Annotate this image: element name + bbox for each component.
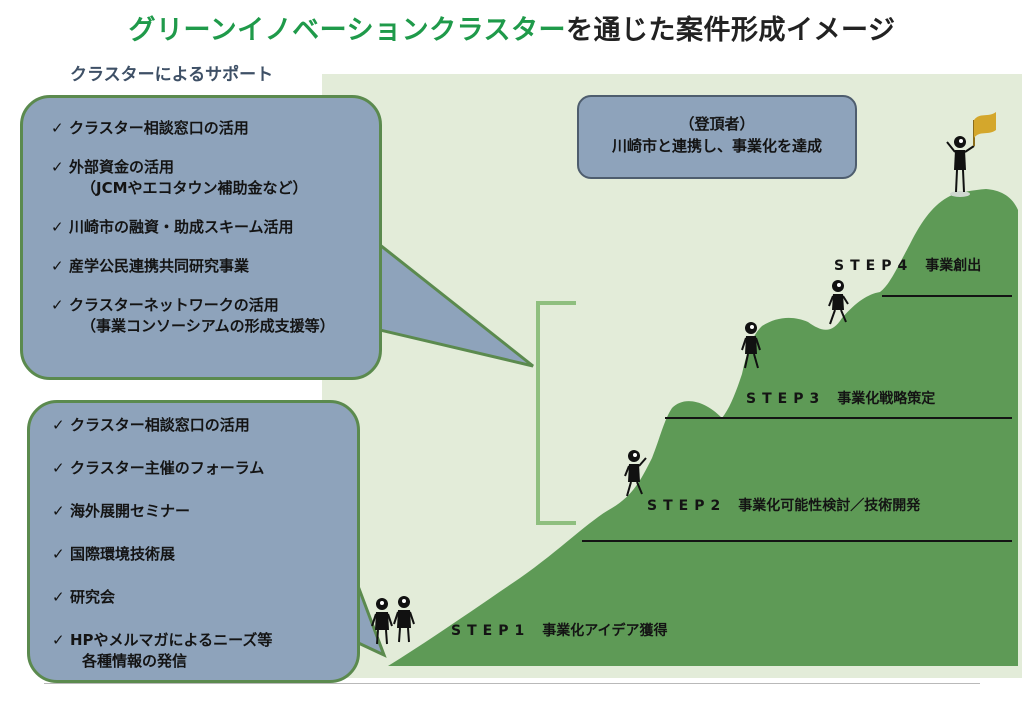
step-label-2: STEP2 事業化可能性検討／技術開発 bbox=[647, 495, 920, 515]
list-item-text: クラスター主催のフォーラム bbox=[70, 459, 265, 477]
step-text: 事業化戦略策定 bbox=[837, 391, 936, 407]
list-item: ✓ 外部資金の活用 （JCMやエコタウン補助金など） bbox=[51, 157, 379, 199]
list-item: ✓ 海外展開セミナー bbox=[52, 501, 357, 522]
climber-figure bbox=[741, 322, 761, 369]
step-label-3: STEP3 事業化戦略策定 bbox=[746, 388, 935, 408]
list-item: ✓ クラスター主催のフォーラム bbox=[52, 458, 357, 479]
lower-support-list: ✓ クラスター相談窓口の活用 ✓ クラスター主催のフォーラム ✓ 海外展開セミナー ✓ 国際環… bbox=[52, 415, 357, 672]
page-title: グリーンイノベーションクラスターを通じた案件形成イメージ bbox=[0, 8, 1024, 47]
step-code: STEP2 bbox=[647, 498, 727, 514]
summit-bubble: （登頂者） 川崎市と連携し、事業化を達成 bbox=[577, 95, 857, 179]
list-item-text: （JCMやエコタウン補助金など） bbox=[81, 179, 308, 197]
climber-figure bbox=[624, 450, 647, 497]
check-icon: ✓ bbox=[51, 158, 64, 176]
list-item-text: 川崎市の融資・助成スキーム活用 bbox=[69, 218, 294, 236]
bracket bbox=[536, 301, 576, 525]
lower-support-bubble: ✓ クラスター相談窓口の活用 ✓ クラスター主催のフォーラム ✓ 海外展開セミナー ✓ 国際環… bbox=[27, 400, 360, 683]
check-icon: ✓ bbox=[51, 257, 64, 275]
list-item-text: 研究会 bbox=[70, 588, 116, 606]
check-icon: ✓ bbox=[51, 119, 64, 137]
summit-bubble-line1: （登頂者） bbox=[679, 115, 755, 133]
list-item: ✓ クラスターネットワークの活用 （事業コンソーシアムの形成支援等） bbox=[51, 295, 379, 337]
step-code: STEP3 bbox=[746, 391, 826, 407]
summit-bubble-line2: 川崎市と連携し、事業化を達成 bbox=[611, 137, 822, 155]
step-label-1: STEP1 事業化アイデア獲得 bbox=[451, 620, 668, 640]
list-item: ✓ クラスター相談窓口の活用 bbox=[52, 415, 357, 436]
list-item: ✓ 国際環境技術展 bbox=[52, 544, 357, 565]
footer-divider bbox=[44, 683, 980, 684]
check-icon: ✓ bbox=[52, 588, 65, 606]
support-subtitle: クラスターによるサポート bbox=[70, 65, 274, 85]
step-text: 事業創出 bbox=[925, 258, 982, 274]
flag-icon bbox=[973, 112, 996, 146]
list-item-text: （事業コンソーシアムの形成支援等） bbox=[81, 317, 335, 335]
list-item-text: 各種情報の発信 bbox=[82, 652, 188, 670]
step-text: 事業化可能性検討／技術開発 bbox=[738, 498, 921, 514]
title-black-part: を通じた案件形成イメージ bbox=[566, 15, 896, 46]
mountain bbox=[388, 189, 1018, 666]
check-icon: ✓ bbox=[52, 459, 65, 477]
upper-support-bubble: ✓ クラスター相談窓口の活用 ✓ 外部資金の活用 （JCMやエコタウン補助金など） ✓ 川崎… bbox=[20, 95, 382, 380]
check-icon: ✓ bbox=[52, 416, 65, 434]
upper-bubble-tail bbox=[378, 241, 534, 368]
list-item-text: クラスターネットワークの活用 bbox=[69, 296, 279, 314]
title-green-part: グリーンイノベーションクラスター bbox=[128, 15, 567, 46]
step-label-4: STEP4 事業創出 bbox=[834, 255, 981, 275]
step-text: 事業化アイデア獲得 bbox=[542, 623, 668, 639]
climber-figure bbox=[393, 596, 415, 643]
upper-support-list: ✓ クラスター相談窓口の活用 ✓ 外部資金の活用 （JCMやエコタウン補助金など） ✓ 川崎… bbox=[51, 118, 379, 337]
list-item-text: 海外展開セミナー bbox=[70, 502, 191, 520]
summit-climber bbox=[946, 136, 975, 197]
list-item: ✓ 産学公民連携共同研究事業 bbox=[51, 256, 379, 277]
check-icon: ✓ bbox=[51, 296, 64, 314]
list-item-text: HPやメルマガによるニーズ等 bbox=[70, 631, 273, 649]
list-item-text: クラスター相談窓口の活用 bbox=[70, 416, 250, 434]
list-item-text: クラスター相談窓口の活用 bbox=[69, 119, 249, 137]
list-item: ✓ HPやメルマガによるニーズ等各種情報の発信 bbox=[52, 630, 357, 672]
check-icon: ✓ bbox=[51, 218, 64, 236]
check-icon: ✓ bbox=[52, 631, 65, 649]
check-icon: ✓ bbox=[52, 502, 65, 520]
list-item: ✓ クラスター相談窓口の活用 bbox=[51, 118, 379, 139]
list-item-text: 産学公民連携共同研究事業 bbox=[69, 257, 250, 275]
step-code: STEP4 bbox=[834, 258, 914, 274]
list-item-text: 国際環境技術展 bbox=[70, 545, 176, 563]
list-item-text: 外部資金の活用 bbox=[69, 158, 175, 176]
list-item: ✓ 研究会 bbox=[52, 587, 357, 608]
climber-figure bbox=[828, 280, 849, 325]
check-icon: ✓ bbox=[52, 545, 65, 563]
step-code: STEP1 bbox=[451, 623, 531, 639]
list-item: ✓ 川崎市の融資・助成スキーム活用 bbox=[51, 217, 379, 238]
climber-figure bbox=[371, 598, 393, 645]
